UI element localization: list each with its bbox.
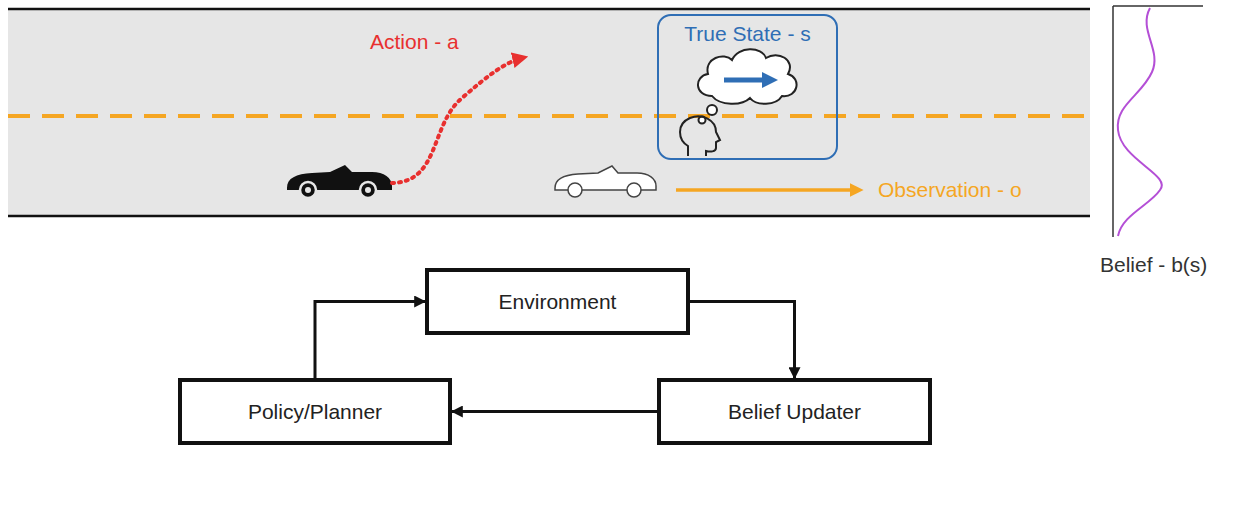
node-text: Policy/Planner [248, 400, 382, 424]
state-box: True State - s [657, 14, 838, 160]
road [8, 9, 1090, 216]
road-edge [8, 8, 1090, 11]
intent-arrow [724, 78, 770, 83]
observation-label: Observation - o [878, 178, 1022, 202]
node-text: True State - s [684, 22, 810, 46]
process-box: Policy/Planner [178, 378, 452, 445]
belief-axis [1113, 5, 1203, 7]
other-car [555, 166, 656, 197]
head-icon [680, 116, 720, 156]
flow-arrow [452, 410, 657, 413]
lane-divider [8, 114, 1090, 118]
ego-car [287, 165, 392, 198]
belief-axis [1112, 6, 1114, 237]
process-box: Belief Updater [657, 378, 932, 445]
flow-arrow [690, 302, 795, 379]
road-edge [8, 215, 1090, 218]
observation-arrow [676, 188, 858, 192]
action-label: Action - a [370, 30, 459, 54]
belief-label: Belief - b(s) [1100, 253, 1207, 277]
node-text: Belief Updater [728, 400, 861, 424]
belief-curve [1118, 8, 1162, 236]
action-arrow [392, 58, 522, 183]
flow-arrow [315, 302, 425, 379]
process-box: Environment [425, 268, 690, 335]
thought-bubble [698, 49, 797, 123]
node-text: Environment [499, 290, 617, 314]
